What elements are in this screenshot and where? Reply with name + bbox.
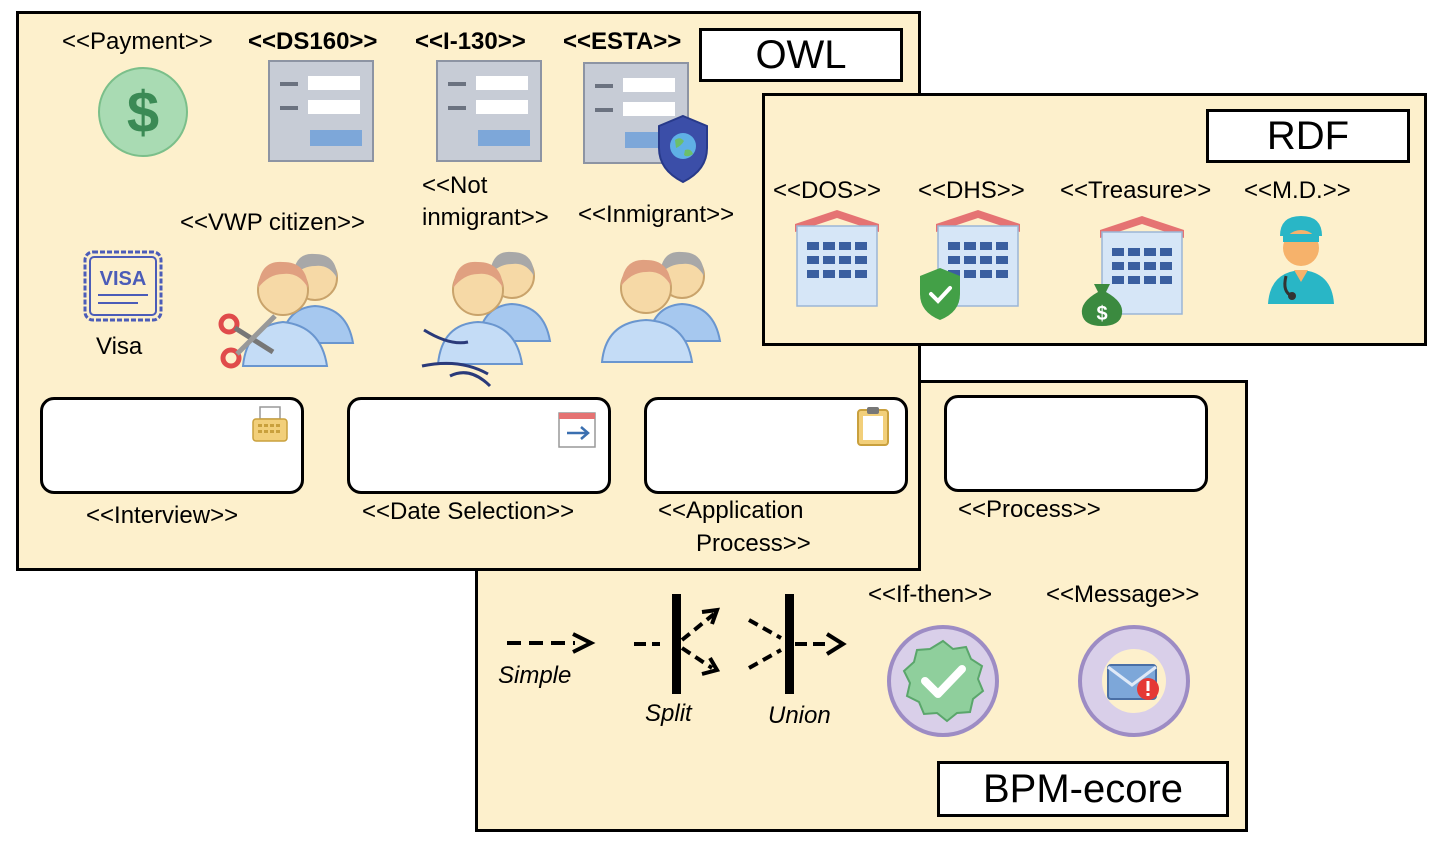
money-bag-symbol: $	[1096, 303, 1107, 325]
if-then-label: <<If-then>>	[868, 581, 993, 608]
typewriter-icon	[250, 405, 290, 445]
not-immigrant-people-icon	[420, 246, 555, 391]
esta-form-icon	[583, 62, 713, 184]
if-then-check-icon	[885, 623, 1001, 739]
doctor-icon	[1266, 212, 1336, 306]
i130-label: <<I-130>>	[415, 28, 526, 55]
message-envelope-icon	[1076, 623, 1192, 739]
esta-label: <<ESTA>>	[563, 28, 682, 55]
treasure-building-icon: $	[1080, 214, 1190, 328]
split-flow-label: Split	[645, 700, 692, 727]
calendar-arrow-icon	[557, 411, 597, 449]
union-flow-label: Union	[768, 702, 831, 729]
dhs-building-icon	[918, 208, 1026, 324]
rdf-title: RDF	[1206, 109, 1410, 163]
immigrant-people-icon	[598, 246, 723, 368]
immigrant-label: <<Inmigrant>>	[578, 201, 735, 228]
ds160-label: <<DS160>>	[248, 28, 378, 55]
dos-label: <<DOS>>	[773, 177, 882, 204]
simple-flow-arrow-icon	[505, 628, 600, 658]
message-label: <<Message>>	[1046, 581, 1200, 608]
dollar-sign-text: $	[127, 80, 159, 145]
dos-building-icon	[793, 208, 881, 308]
owl-title: OWL	[699, 28, 903, 82]
union-gateway-icon	[745, 592, 850, 697]
process-box[interactable]	[944, 395, 1208, 492]
i130-form-icon	[436, 60, 542, 162]
dollar-icon: $	[97, 66, 189, 158]
application-process-label-line2: Process>>	[696, 530, 811, 557]
payment-label: <<Payment>>	[62, 28, 213, 55]
clipboard-icon	[855, 405, 891, 447]
not-immigrant-label-line2: inmigrant>>	[422, 204, 549, 231]
dhs-label: <<DHS>>	[918, 177, 1025, 204]
split-gateway-icon	[632, 592, 727, 697]
not-immigrant-label-line1: <<Not	[422, 172, 488, 199]
date-selection-label: <<Date Selection>>	[362, 498, 575, 525]
treasure-label: <<Treasure>>	[1060, 177, 1212, 204]
application-process-label-line1: <<Application	[658, 497, 804, 524]
bpm-ecore-title: BPM-ecore	[937, 761, 1229, 817]
visa-stamp-icon: VISA	[82, 249, 164, 323]
visa-stamp-text: VISA	[100, 268, 147, 290]
md-label: <<M.D.>>	[1244, 177, 1351, 204]
vwp-citizen-people-icon	[215, 248, 360, 373]
visa-label: Visa	[96, 333, 143, 360]
process-label: <<Process>>	[958, 496, 1101, 523]
interview-label: <<Interview>>	[86, 502, 239, 529]
simple-flow-label: Simple	[498, 662, 572, 689]
ds160-form-icon	[268, 60, 374, 162]
vwp-citizen-label: <<VWP citizen>>	[180, 209, 365, 236]
